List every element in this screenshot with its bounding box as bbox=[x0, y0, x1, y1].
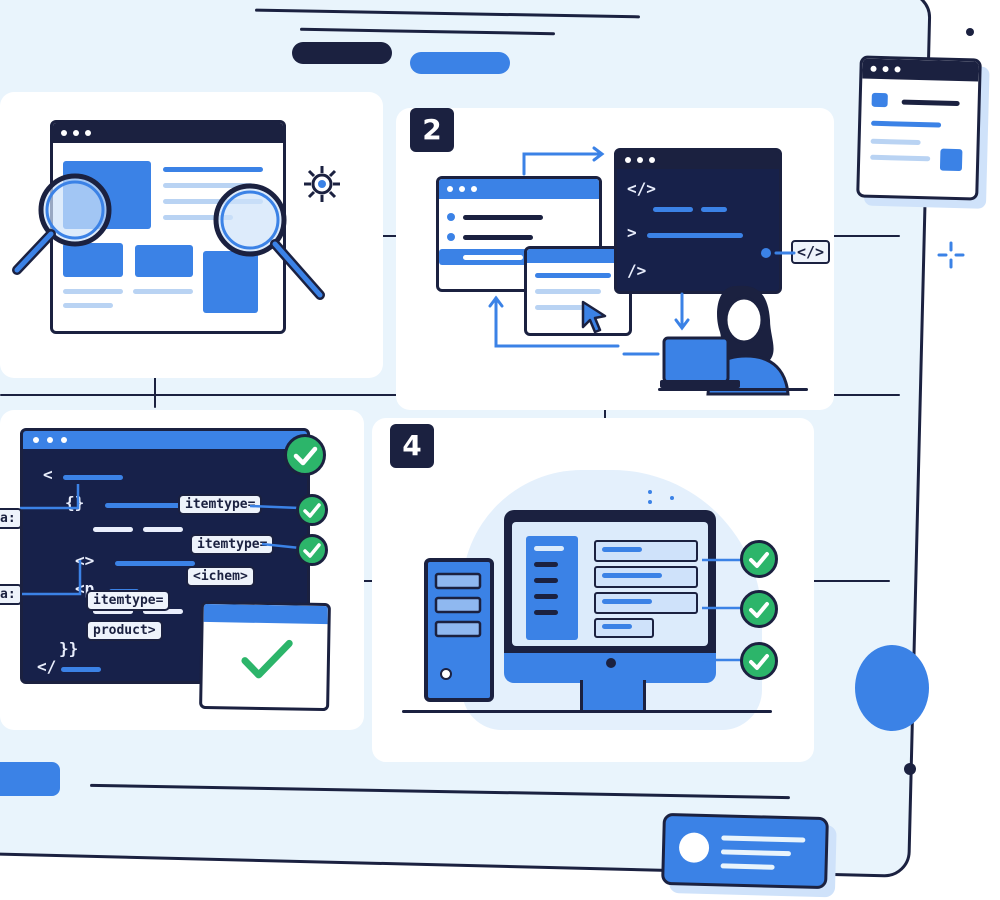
step-2-badge: 2 bbox=[410, 108, 454, 152]
developer-avatar bbox=[660, 285, 790, 396]
validation-result-window bbox=[199, 600, 331, 712]
bottom-card-avatar bbox=[678, 832, 710, 864]
panel-analyze bbox=[0, 92, 383, 378]
grid-line-v-1 bbox=[154, 368, 156, 408]
panel-deploy: 4 bbox=[372, 418, 814, 762]
connector-lines bbox=[18, 484, 301, 596]
validation-code-window: < {} <> <p }} </ bbox=[20, 428, 310, 684]
check-icon-1 bbox=[284, 434, 326, 476]
desk-line bbox=[402, 710, 772, 713]
tag-itemtype-3: itemtype= bbox=[86, 590, 171, 611]
sparkle-dots bbox=[648, 490, 652, 494]
code-open-tag: </> bbox=[627, 179, 656, 198]
code-badge-tag: </> bbox=[791, 240, 831, 264]
tag-ichem: <ichem> bbox=[186, 566, 255, 587]
deploy-check-icon-3 bbox=[740, 642, 778, 680]
monitor-stand bbox=[580, 680, 646, 713]
tag-product: product> bbox=[86, 620, 163, 641]
edge-tag-a-2: a: bbox=[0, 584, 22, 605]
code-window: </> > /> bbox=[614, 148, 782, 294]
gear-icon bbox=[304, 166, 340, 202]
panel-map: 2 </> > /> </> bbox=[396, 108, 834, 410]
step-4-badge: 4 bbox=[390, 424, 434, 468]
deploy-check-icon-1 bbox=[740, 540, 778, 578]
monitor bbox=[504, 510, 716, 683]
code-line-6: </ bbox=[37, 657, 57, 676]
panel-code-validation: < {} <> <p }} </ itemtype= itemtype= <ic… bbox=[0, 410, 364, 730]
magnifier-right-icon bbox=[213, 183, 325, 300]
blue-circle-decoration bbox=[855, 645, 929, 731]
flow-arrows bbox=[488, 146, 796, 356]
magnifier-left-icon bbox=[12, 173, 112, 275]
code-arrow-1: > bbox=[627, 223, 637, 242]
header-pill-blue bbox=[410, 52, 510, 74]
deploy-check-icon-2 bbox=[740, 590, 778, 628]
edge-tag-a-1: a: bbox=[0, 508, 22, 529]
monitor-connectors bbox=[702, 558, 742, 662]
server-tower-icon bbox=[424, 558, 494, 702]
check-icon-2 bbox=[296, 494, 328, 526]
code-line-1: < bbox=[43, 465, 53, 484]
cursor-icon bbox=[581, 300, 607, 334]
sparkle-icon bbox=[937, 241, 965, 269]
tag-itemtype-2: itemtype= bbox=[190, 534, 275, 555]
check-icon-3 bbox=[296, 534, 328, 566]
tag-itemtype-1: itemtype= bbox=[178, 494, 263, 515]
bottom-card bbox=[661, 812, 829, 890]
header-pill-dark bbox=[292, 42, 392, 64]
code-close-tag: /> bbox=[627, 261, 647, 280]
code-line-5: }} bbox=[59, 639, 79, 658]
dot-top-right bbox=[966, 28, 974, 36]
floating-card-top bbox=[856, 55, 982, 201]
check-mark-large-icon bbox=[241, 639, 293, 679]
dot-bottom-right bbox=[904, 763, 916, 775]
bottom-left-tab bbox=[0, 762, 60, 796]
